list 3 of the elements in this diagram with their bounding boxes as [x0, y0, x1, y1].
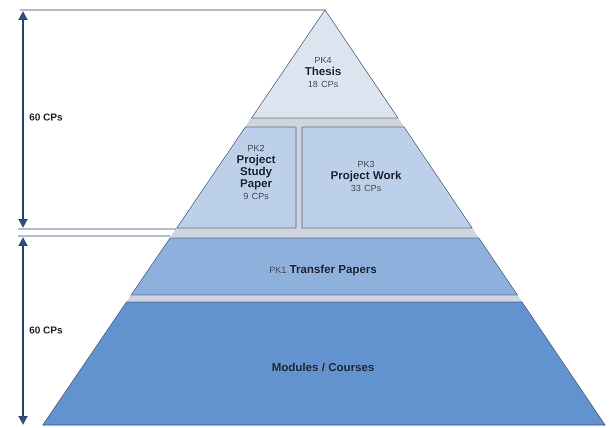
pyramid-band: PK1 Transfer Papers	[130, 238, 518, 296]
dimension-label: 60 CPs	[30, 113, 62, 121]
pyramid-segment: PK3 Project Work 33 CPs	[302, 126, 473, 228]
